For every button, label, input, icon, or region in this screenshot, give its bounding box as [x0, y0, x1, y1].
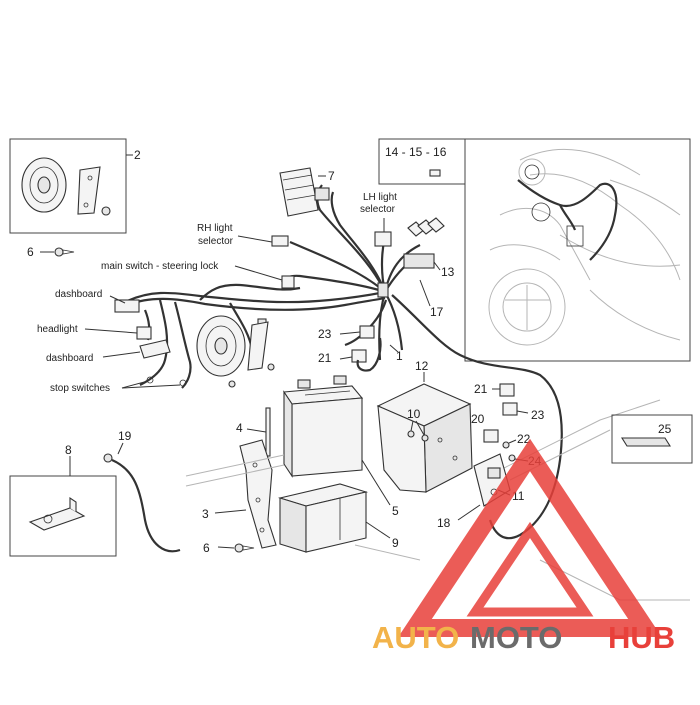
label-part-12: 12: [415, 359, 429, 373]
label-lh-light-line2: selector: [360, 204, 396, 215]
battery-tray-9: [277, 483, 369, 553]
screw-10-a: [407, 430, 415, 438]
label-part-21-right: 21: [474, 382, 488, 396]
watermark-auto: AUTO: [372, 620, 459, 655]
main-wiring-harness: [124, 184, 563, 540]
label-stop-switches: stop switches: [50, 383, 110, 394]
scooter-inset-box: [464, 138, 691, 362]
connector-23-right: [502, 402, 518, 416]
label-part-19: 19: [118, 429, 132, 443]
label-part-5: 5: [392, 504, 399, 518]
label-part-10: 10: [407, 407, 421, 421]
connector-23-middle: [359, 325, 375, 339]
label-rh-light-line1: RH light: [197, 223, 233, 234]
label-lh-light-line1: LH light: [363, 192, 397, 203]
battery-5: [283, 375, 364, 478]
rh-light-selector-connector: [271, 235, 289, 247]
component-20: [483, 429, 499, 443]
watermark-triangle: [398, 438, 662, 637]
connector-block-7: [279, 167, 330, 217]
label-part-23-right: 23: [531, 408, 545, 422]
label-part-4: 4: [236, 421, 243, 435]
label-part-25: 25: [658, 422, 672, 436]
label-part-3: 3: [202, 507, 209, 521]
watermark-hub: HUB: [608, 620, 675, 655]
connector-group-13: [403, 217, 445, 271]
label-part-23-middle: 23: [318, 327, 332, 341]
label-part-2: 2: [134, 148, 141, 162]
screw-6-bottom: [217, 543, 255, 553]
horn-inset-box: [9, 138, 133, 234]
watermark-inner-triangle: [466, 521, 594, 617]
rod-4: [265, 407, 271, 457]
label-rh-light-line2: selector: [198, 236, 234, 247]
stop-switch-terminal-2: [179, 379, 187, 387]
label-main-switch: main switch - steering lock: [101, 261, 219, 272]
label-part-9: 9: [392, 536, 399, 550]
label-part-13: 13: [441, 265, 455, 279]
harness-clip: [377, 282, 389, 298]
dashboard-connector-top: [114, 299, 140, 313]
label-part-14-15-16: 14 - 15 - 16: [385, 145, 447, 159]
inset-box-25: [611, 414, 693, 464]
ground-cable-19: [103, 442, 181, 553]
relay-21-middle: [351, 349, 367, 363]
label-part-6-bottom: 6: [203, 541, 210, 555]
label-part-7: 7: [328, 169, 335, 183]
watermark-moto: MOTO: [470, 620, 562, 655]
stop-switch-terminal-1: [146, 376, 154, 384]
screw-10-b: [421, 434, 429, 442]
battery-clamp-3: [239, 439, 277, 549]
horn-main: [196, 315, 275, 388]
main-switch-connector: [281, 275, 295, 289]
component-24: [508, 454, 516, 462]
label-part-21-middle: 21: [318, 351, 332, 365]
label-part-17: 17: [430, 305, 444, 319]
lh-light-selector-connector: [374, 231, 392, 247]
headlight-connector: [136, 326, 152, 340]
automotohub-watermark: [398, 438, 662, 637]
label-dashboard-top: dashboard: [55, 289, 102, 300]
screw-6-top: [40, 247, 75, 257]
relay-21-right: [499, 383, 515, 397]
battery-housing-12: [376, 383, 473, 493]
label-part-8: 8: [65, 443, 72, 457]
label-part-1: 1: [396, 349, 403, 363]
inset-box-8: [9, 456, 117, 557]
label-part-20: 20: [471, 412, 485, 426]
label-part-6-top: 6: [27, 245, 34, 259]
dashboard-connector-bottom: [139, 339, 171, 359]
component-22: [502, 441, 510, 449]
label-part-22: 22: [517, 432, 531, 446]
label-dashboard-bottom: dashboard: [46, 353, 93, 364]
label-headlight: headlight: [37, 324, 78, 335]
label-part-18: 18: [437, 516, 451, 530]
